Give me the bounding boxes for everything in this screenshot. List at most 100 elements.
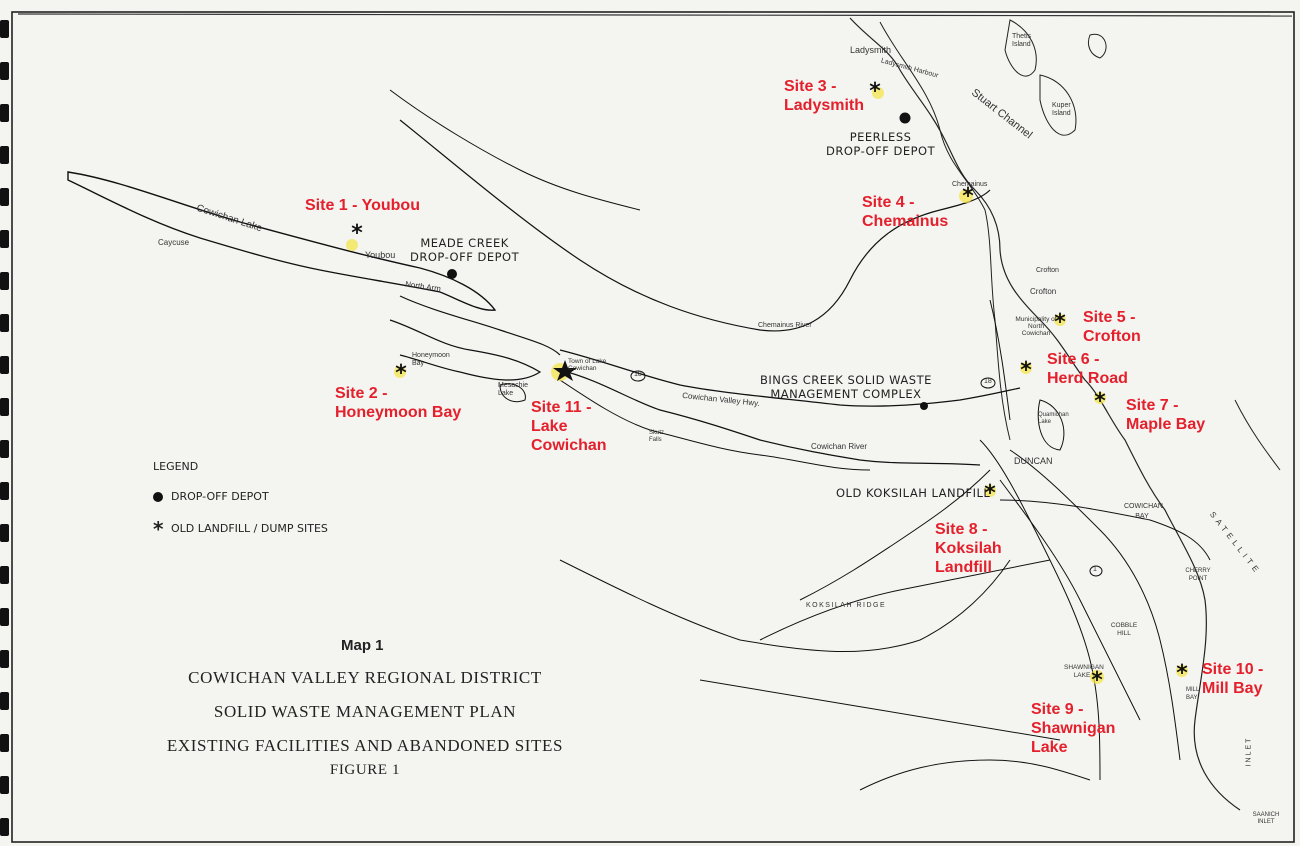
label-caycuse: Caycuse xyxy=(158,238,190,247)
label-crofton-top: Crofton xyxy=(1036,267,1059,274)
site-7-line-1: Site 7 - xyxy=(1126,397,1179,414)
small-island-2 xyxy=(1234,399,1281,471)
map-number-label: Map 1 xyxy=(341,637,384,654)
small-island xyxy=(1087,33,1107,59)
site-10-line-2: Mill Bay xyxy=(1202,680,1263,697)
bings-creek-marker xyxy=(920,402,928,410)
site-8-line-1: Site 8 - xyxy=(935,521,988,538)
west-shore-line xyxy=(879,21,1011,441)
label-mesachie-lake: Mesachie Lake xyxy=(498,382,528,397)
legend-landfill-label: OLD LANDFILL / DUMP SITES xyxy=(171,522,328,535)
site-4-line-2: Chemainus xyxy=(862,213,949,230)
hwy18-shield-a xyxy=(630,370,646,382)
site-7-line-2: Maple Bay xyxy=(1126,416,1206,433)
site-11-star-marker xyxy=(553,360,577,381)
site-7-highlight xyxy=(1094,392,1106,404)
meade-creek-depot-marker xyxy=(447,269,457,279)
title-line-4: FIGURE 1 xyxy=(329,762,401,778)
site-8-line-3: Landfill xyxy=(935,559,992,576)
label-duncan: DUNCAN xyxy=(1014,456,1053,466)
site-1-asterisk: * xyxy=(351,221,363,246)
site-2-line-1: Site 2 - xyxy=(335,385,388,402)
site-10-highlight xyxy=(1176,665,1188,677)
site-9-line-2: Shawnigan xyxy=(1031,720,1116,737)
mesachie-lake xyxy=(499,383,526,403)
site-9-line-3: Lake xyxy=(1031,739,1068,756)
site-11-line-1: Site 11 - xyxy=(531,399,592,416)
site-6-highlight xyxy=(1020,362,1032,374)
site-2-asterisk: * xyxy=(395,361,407,386)
site-4-label: Site 4 - Chemainus xyxy=(862,193,948,231)
label-north-cowichan: Municipality of North Cowichan xyxy=(1015,316,1057,337)
map-frame xyxy=(11,11,1295,843)
site-2-line-2: Honeymoon Bay xyxy=(335,404,462,421)
site-4-asterisk: * xyxy=(962,184,974,209)
label-ladysmith: Ladysmith xyxy=(850,45,892,55)
spiral-binding xyxy=(0,20,9,836)
label-koksilah-ridge: KOKSILAH RIDGE xyxy=(806,602,887,609)
legend-title: LEGEND xyxy=(153,460,199,473)
cowichan-river xyxy=(559,369,981,466)
site-3-highlight xyxy=(872,87,884,99)
site-7-label: Site 7 - Maple Bay xyxy=(1126,396,1205,434)
peerless-depot-label: PEERLESS DROP-OFF DEPOT xyxy=(826,130,935,158)
site-2-highlight xyxy=(394,366,406,378)
site-10-label: Site 10 -Mill Bay xyxy=(1202,660,1263,698)
meade-line-2: DROP-OFF DEPOT xyxy=(410,250,520,264)
highway-18 xyxy=(559,349,1021,407)
site-2-label: Site 2 - Honeymoon Bay xyxy=(335,384,461,422)
site-5-line-1: Site 5 - xyxy=(1083,309,1136,326)
lake-south-shore xyxy=(389,319,542,381)
lake-north-arm xyxy=(399,295,561,356)
meade-line-1: MEADE CREEK xyxy=(420,236,509,250)
landfill-markers: * * * * * * * * * * xyxy=(346,79,1188,693)
site-4-line-1: Site 4 - xyxy=(862,194,915,211)
site-3-asterisk: * xyxy=(869,79,881,104)
site-5-asterisk: * xyxy=(1054,310,1066,335)
old-koksilah-landfill-label: OLD KOKSILAH LANDFILL xyxy=(836,486,991,500)
site-5-label: Site 5 - Crofton xyxy=(1083,308,1141,346)
label-town-lake-cowichan: Town of Lake Cowichan xyxy=(568,358,607,372)
site-6-asterisk: * xyxy=(1020,358,1032,383)
label-quamichan-lake: Quamichan Lake xyxy=(1038,412,1069,425)
site-6-line-2: Herd Road xyxy=(1047,370,1128,387)
east-coastline xyxy=(849,17,1241,811)
koksilah-river xyxy=(559,559,1011,653)
peerless-line-1: PEERLESS xyxy=(849,130,912,144)
site-6-line-1: Site 6 - xyxy=(1047,351,1100,368)
bings-creek-label: BINGS CREEK SOLID WASTE MANAGEMENT COMPL… xyxy=(760,373,932,401)
legend-asterisk-icon: * xyxy=(153,517,164,541)
label-thetis-island: Thetis Island xyxy=(1012,33,1032,48)
title-line-3: EXISTING FACILITIES AND ABANDONED SITES xyxy=(166,736,564,755)
label-mill-bay-town: MILL BAY xyxy=(1186,687,1200,701)
label-cobble-hill: COBBLE HILL xyxy=(1110,622,1138,637)
site-5-line-2: Crofton xyxy=(1083,328,1141,345)
cowichan-lake xyxy=(67,171,497,311)
site-5-highlight xyxy=(1054,314,1066,326)
legend-depot-row: DROP-OFF DEPOT xyxy=(153,490,269,503)
site-1-line-1: Site 1 - Youbou xyxy=(305,197,420,214)
site-3-line-2: Ladysmith xyxy=(784,97,865,114)
quamichan-lake xyxy=(1037,399,1065,451)
label-cherry-point: CHERRY POINT xyxy=(1185,568,1211,582)
road-network-4 xyxy=(999,479,1141,721)
bings-line-2: MANAGEMENT COMPLEX xyxy=(770,387,922,401)
kuper-island xyxy=(1039,74,1077,136)
label-chemainus-town: Chemainus xyxy=(952,181,988,188)
title-line-2: SOLID WASTE MANAGEMENT PLAN xyxy=(213,702,517,721)
peerless-depot-marker xyxy=(899,112,911,124)
road-network-7 xyxy=(699,679,1061,741)
hwy18-label-a: 18 xyxy=(634,371,642,378)
road-network-1 xyxy=(979,439,1101,781)
road-network-9 xyxy=(859,759,1091,791)
site-9-highlight xyxy=(1090,670,1104,684)
hwy1-label: 1 xyxy=(1093,566,1097,573)
legend-depot-dot xyxy=(153,492,163,502)
thetis-island xyxy=(1004,19,1037,77)
site-4-highlight xyxy=(959,189,973,203)
site-7-asterisk: * xyxy=(1094,389,1106,414)
hwy18-shield-b xyxy=(980,377,996,389)
